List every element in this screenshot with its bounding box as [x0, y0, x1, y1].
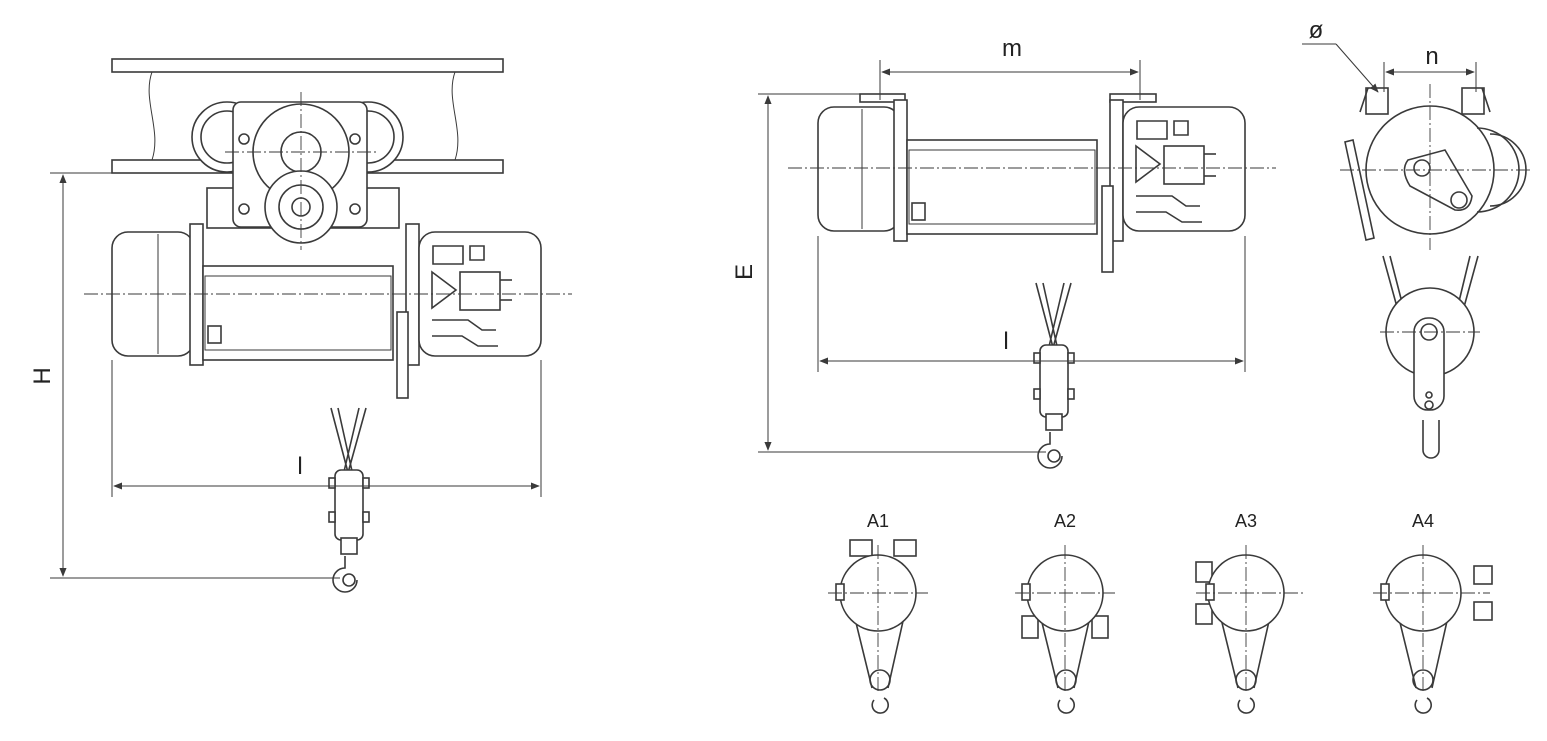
- end-dimensions: n ø: [1302, 17, 1477, 93]
- end-view: n ø: [1302, 17, 1530, 459]
- variant-a3-label: A3: [1235, 511, 1257, 531]
- front-view: H l: [29, 58, 572, 593]
- variant-a1-label: A1: [867, 511, 889, 531]
- variant-a4: A4: [1373, 511, 1493, 714]
- variant-a2-label: A2: [1054, 511, 1076, 531]
- side-length-label: l: [1003, 328, 1008, 355]
- front-trolley: [191, 92, 404, 250]
- variant-a1: A1: [828, 511, 928, 714]
- side-hook-block: [1033, 282, 1075, 469]
- front-hook-block: [328, 407, 370, 593]
- wheel-spacing-label: n: [1425, 43, 1438, 70]
- side-view: E m l: [731, 35, 1276, 469]
- rail-span-label: m: [1002, 35, 1022, 62]
- front-length-label: l: [297, 453, 302, 480]
- variant-a3: A3: [1195, 511, 1306, 714]
- variant-a2: A2: [1015, 511, 1115, 714]
- side-height-label: E: [731, 264, 758, 280]
- side-dimensions: E m l: [731, 35, 1246, 453]
- end-view-drum: [1340, 84, 1530, 250]
- variant-a4-label: A4: [1412, 511, 1434, 531]
- front-height-label: H: [29, 367, 56, 384]
- front-hoist-body: [84, 223, 572, 399]
- end-view-hook: [1380, 255, 1480, 459]
- side-hoist-body: [788, 93, 1276, 273]
- diameter-label: ø: [1309, 17, 1324, 44]
- front-dimensions: H l: [29, 172, 542, 579]
